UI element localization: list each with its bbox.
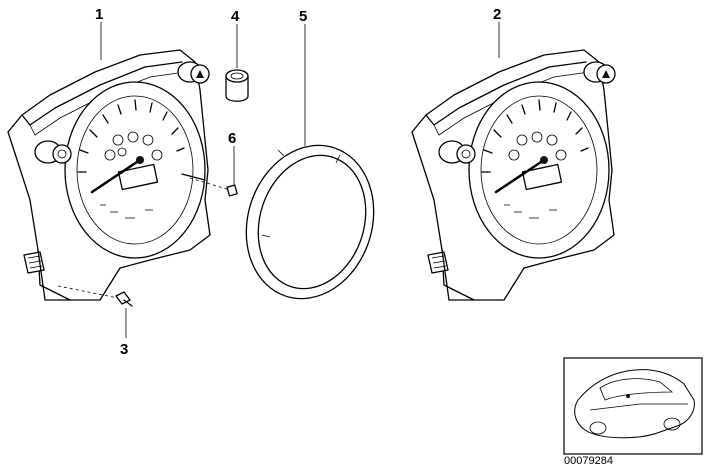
bushing-part-4 <box>225 69 249 102</box>
callout-5: 5 <box>299 8 307 25</box>
nut-part-6 <box>226 184 238 197</box>
callout-4: 4 <box>231 8 240 25</box>
callout-1: 1 <box>95 6 103 23</box>
part-number: 00079284 <box>564 455 613 466</box>
leader-lines <box>57 22 500 338</box>
bezel-ring-part-5 <box>245 144 375 300</box>
instrument-cluster-1 <box>7 49 211 301</box>
instrument-cluster-2 <box>411 49 616 301</box>
callout-3: 3 <box>120 341 128 358</box>
car-thumbnail <box>563 357 703 455</box>
callout-2: 2 <box>493 6 501 23</box>
callout-6: 6 <box>228 130 236 147</box>
screw-part-3 <box>115 291 133 307</box>
